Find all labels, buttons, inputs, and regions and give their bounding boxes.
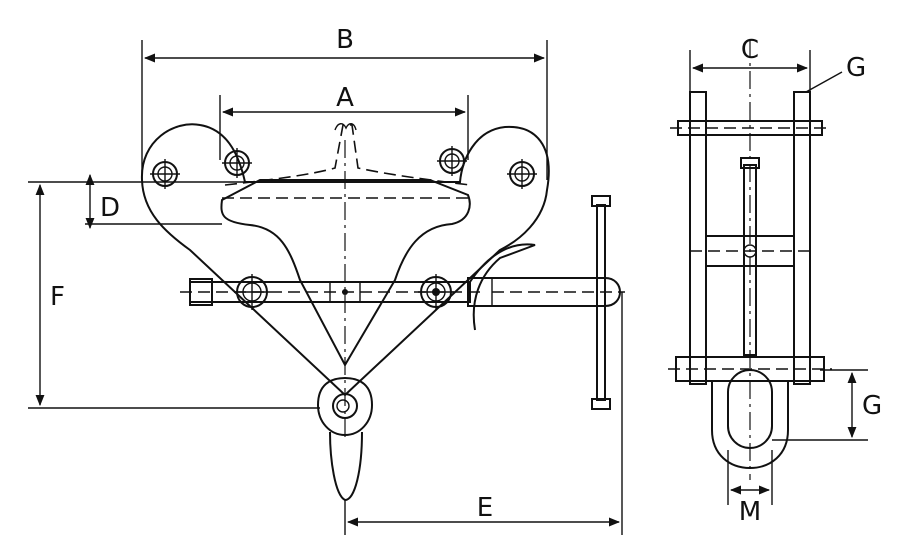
dim-d-label: D	[100, 193, 120, 223]
dim-g-side-label: G	[862, 391, 882, 421]
clamp-body-outline	[140, 123, 550, 397]
flange-web-top	[334, 123, 357, 131]
t-handle-rod	[596, 204, 606, 401]
dim-f-label: F	[50, 282, 65, 312]
lifting-eye-pin	[332, 393, 358, 419]
jaw-inner-outline	[220, 179, 471, 368]
side-dimensions: C G G M	[689, 35, 882, 527]
bolt-top-1	[150, 159, 180, 189]
front-dimensions: B A D F E	[28, 25, 623, 535]
spindle-center-dot	[342, 289, 348, 295]
lifting-eye	[316, 376, 374, 437]
t-handle-cap-top	[591, 195, 611, 207]
dim-b-label: B	[336, 25, 354, 55]
dim-a-label: A	[336, 83, 354, 113]
dim-g-leader	[805, 71, 843, 93]
dim-c-label: C	[741, 35, 759, 65]
dim-e-label: E	[477, 493, 493, 523]
bolt-top-3	[437, 146, 467, 176]
bolt-mid-left	[234, 274, 270, 310]
lifting-eye-pin-inner	[336, 399, 350, 413]
beam-flange	[224, 124, 471, 186]
dim-m-label: M	[739, 497, 761, 527]
lifting-tail	[329, 431, 363, 502]
front-view	[140, 123, 625, 502]
side-view	[668, 40, 832, 480]
dim-g-top-label: G	[846, 53, 866, 83]
bolt-top-2	[222, 148, 252, 178]
bolt-mid-right	[418, 274, 454, 310]
t-handle-cap-bottom	[591, 398, 611, 410]
bolt-top-4	[507, 159, 537, 189]
right-jaw-arc	[467, 243, 536, 331]
